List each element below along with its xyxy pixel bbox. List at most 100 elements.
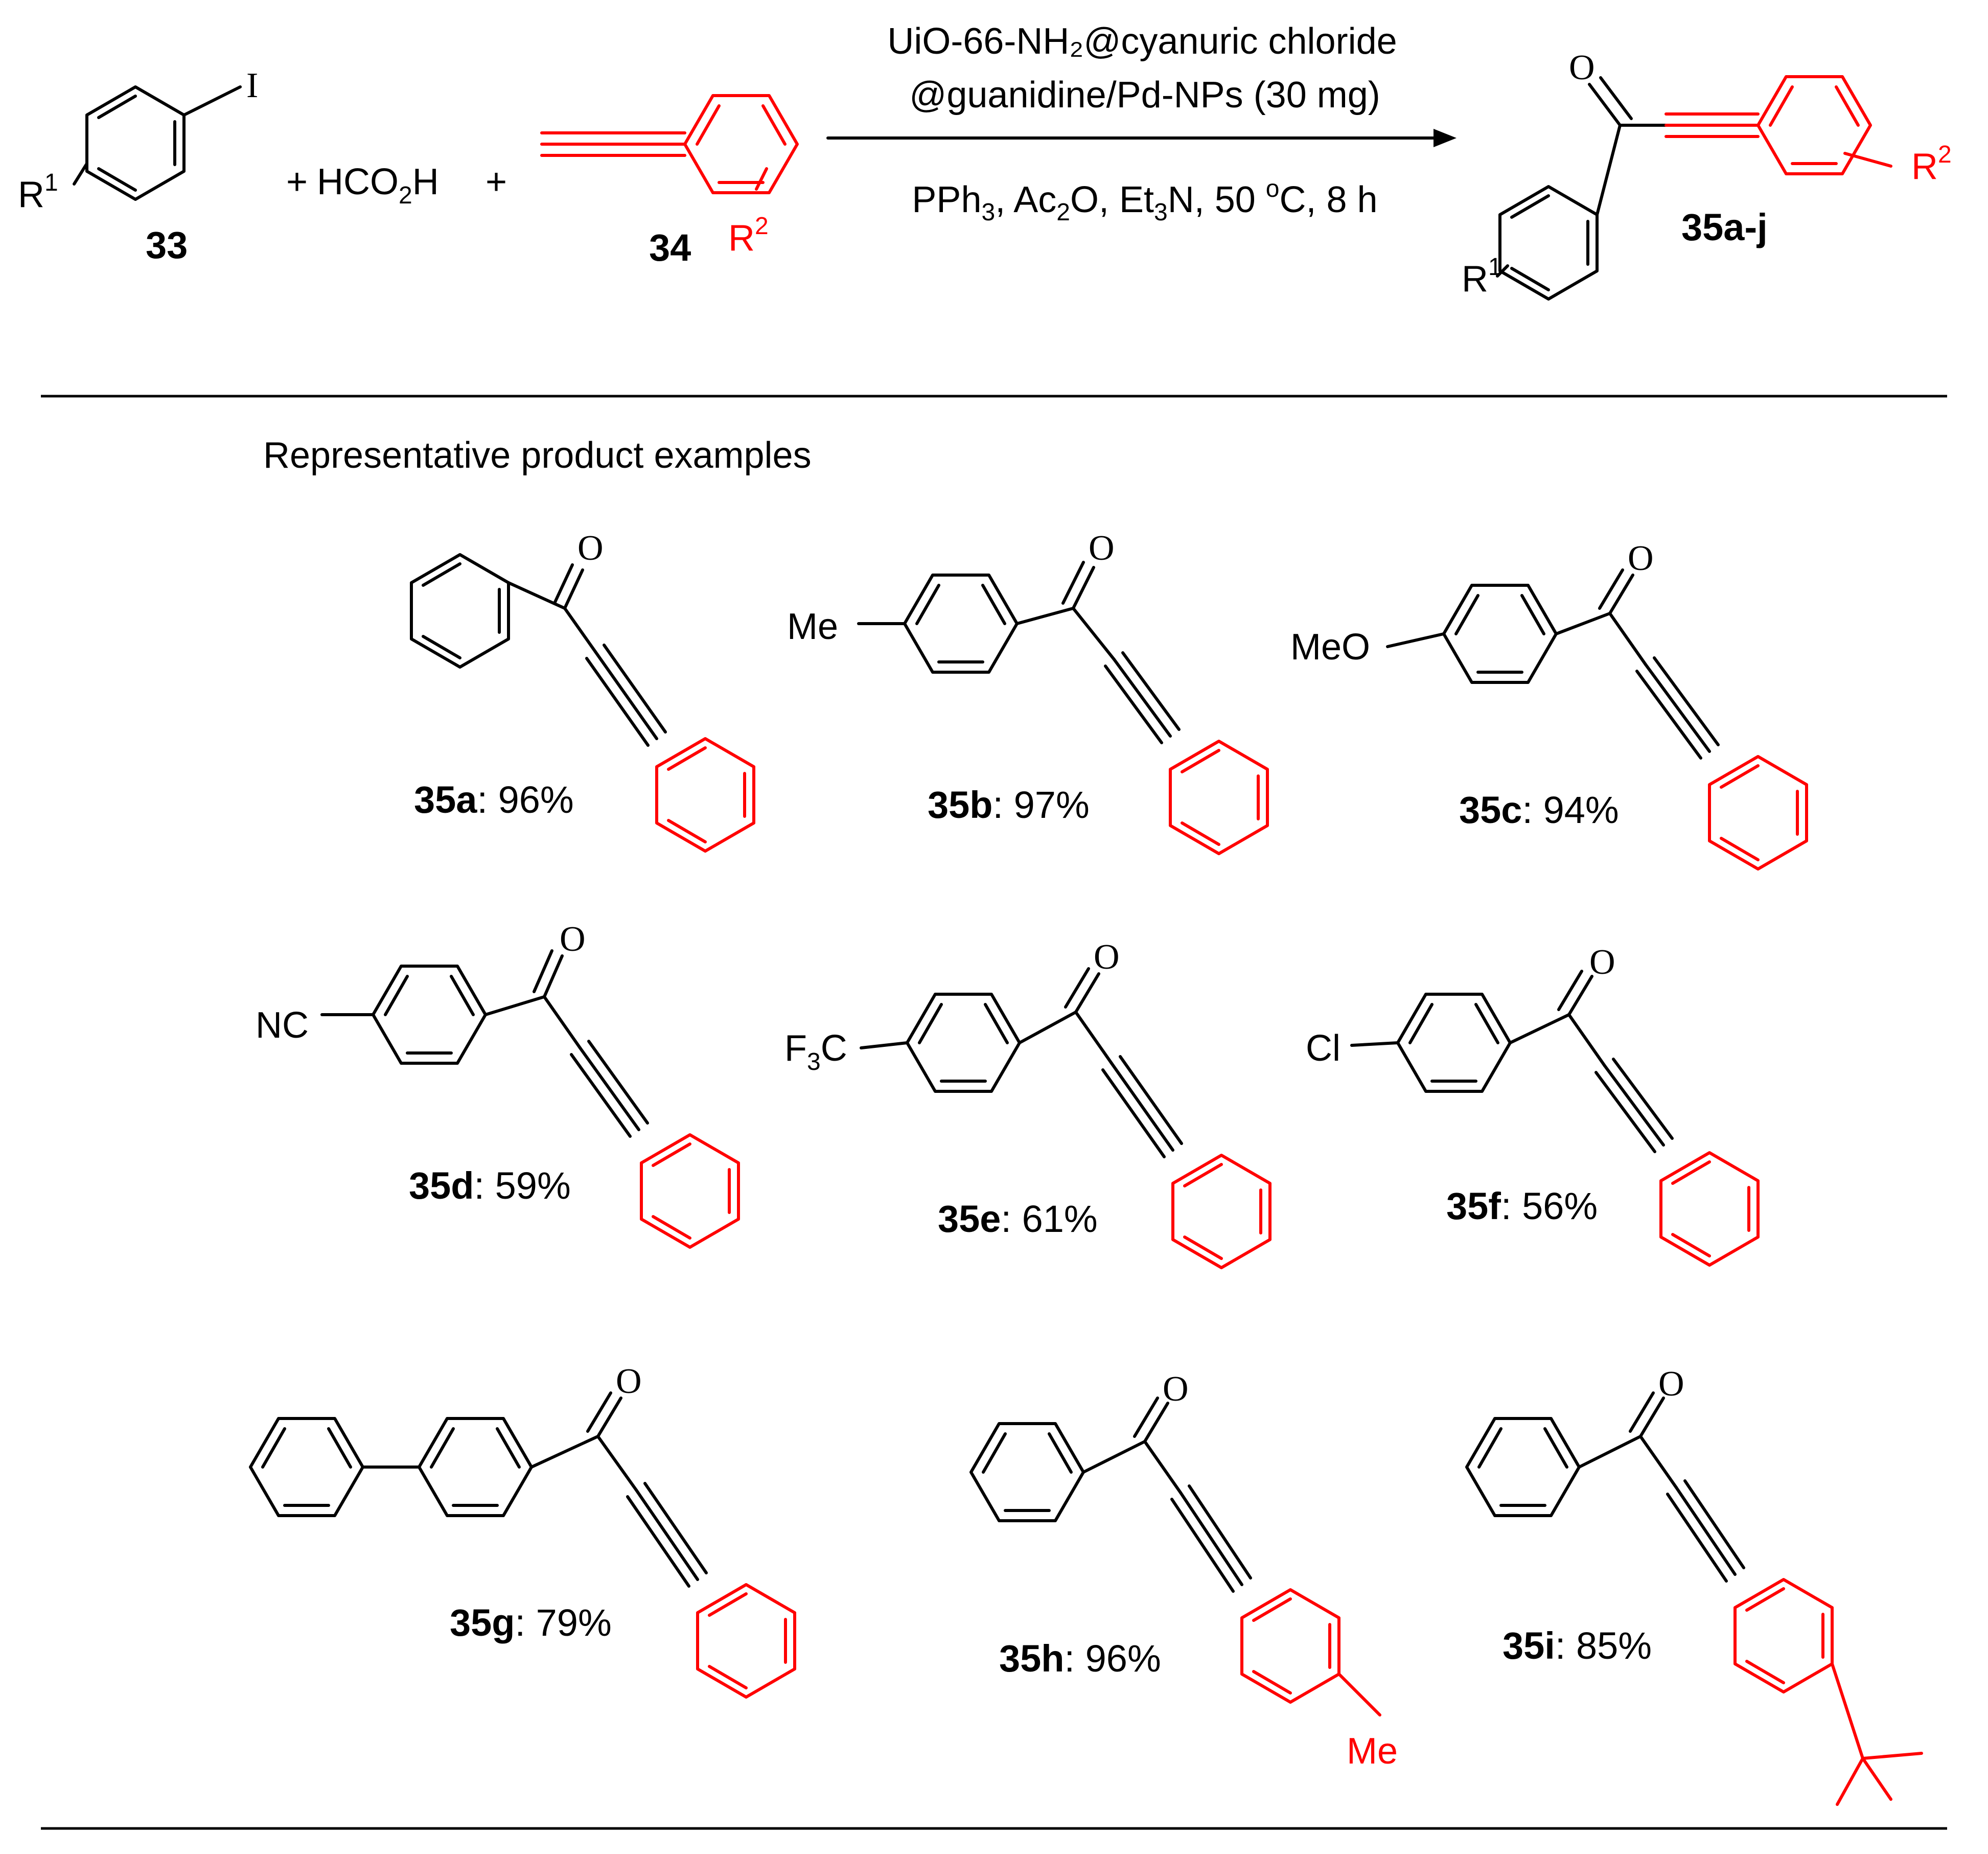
reaction-conditions: PPh3, Ac2O, Et3N, 50 oC, 8 h — [912, 175, 1377, 226]
co-bond-1 — [543, 954, 564, 998]
compound-label-33: 33 — [146, 224, 188, 266]
red-phenyl-35b — [1170, 741, 1267, 854]
oxygen-35b: O — [1089, 529, 1115, 568]
biphenyl-outer-ring — [250, 1418, 363, 1516]
alkyne-35i-2 — [1683, 1479, 1745, 1569]
co-bond-2 — [553, 563, 574, 605]
catalyst-line-2: @guanidine/Pd-NPs (30 mg) — [909, 75, 1380, 116]
r2-substituent: R2 — [728, 213, 769, 259]
red-phenyl-35e — [1173, 1155, 1270, 1268]
product-35g: O 35g: 79% — [250, 1362, 795, 1697]
r2-bond — [755, 167, 768, 191]
carbon-bond — [1608, 612, 1647, 666]
arrow-head — [1434, 129, 1457, 147]
alkyne-35h-1 — [1179, 1491, 1243, 1586]
oxygen-35d: O — [560, 920, 586, 959]
label-35h: 35h: 96% — [999, 1637, 1161, 1680]
aryl-co-bond — [484, 995, 546, 1016]
co-bond-1 — [1639, 1397, 1665, 1438]
carbon-bond — [1072, 607, 1116, 661]
r1-bond — [73, 162, 88, 186]
alkyne-35f-2 — [1612, 1058, 1674, 1140]
chlorophenyl-ring-35f — [1398, 994, 1510, 1091]
oxygen-35h: O — [1163, 1369, 1189, 1409]
ome-bond — [1386, 632, 1445, 648]
carbonyl-oxygen: O — [1569, 48, 1595, 87]
benzene-ring-34 — [685, 96, 797, 193]
benzene-ring-33 — [87, 87, 184, 199]
compound-label-35: 35a-j — [1681, 206, 1768, 248]
product-35d: NC O 35d: 59% — [256, 920, 738, 1247]
co-bond-2 — [533, 949, 553, 993]
section-title: Representative product examples — [263, 435, 812, 476]
co-bond-2 — [1599, 76, 1633, 120]
aryl-alkyne-34: R2 34 — [540, 96, 797, 269]
carbon-bond — [1143, 1440, 1182, 1494]
red-phenyl-35f — [1661, 1153, 1758, 1265]
co-bond-1 — [1072, 566, 1095, 610]
carbon-bond — [1074, 1011, 1113, 1065]
c-i-bond — [182, 85, 242, 117]
oxygen-35f: O — [1589, 943, 1615, 982]
alkyne-35a-3 — [585, 657, 650, 747]
alkyne-35e-1 — [1110, 1062, 1174, 1152]
co-bond-1 — [596, 1397, 622, 1438]
substituent-35f: Cl — [1306, 1028, 1340, 1069]
co-bond-2 — [1064, 967, 1090, 1009]
label-35d: 35d: 59% — [409, 1164, 571, 1207]
compound-label-34: 34 — [649, 226, 691, 269]
red-methyl-35h: Me — [1347, 1731, 1398, 1772]
tbu-bond — [1831, 1662, 1864, 1760]
alkyne-35b-1 — [1113, 658, 1172, 738]
co-bond-2 — [1598, 568, 1624, 610]
benzoyl-ring — [1500, 187, 1597, 299]
plus-sign-1: + — [286, 162, 308, 202]
iodine-atom: I — [246, 66, 258, 105]
product-r2: R2 — [1911, 141, 1952, 187]
red-phenyl-35c — [1709, 757, 1807, 869]
co-bond-1 — [1567, 975, 1593, 1016]
formic-acid: HCO2H — [317, 162, 439, 209]
plus-sign-2: + — [486, 162, 507, 202]
product-35c: MeO O 35c: 94% — [1290, 539, 1807, 869]
r1-substituent: R1 — [18, 169, 58, 215]
carbon-bond — [543, 995, 582, 1049]
product-35a-j: O R2 R1 35a-j — [1462, 48, 1952, 300]
red-tolyl-ring-35h — [1242, 1590, 1339, 1702]
carbon-bond — [1567, 1013, 1606, 1067]
alkyne-35g-3 — [626, 1495, 690, 1588]
alkyne-35f-3 — [1594, 1071, 1656, 1153]
co-bond-1 — [1588, 83, 1622, 127]
tbu-methyl-2 — [1836, 1757, 1864, 1806]
alkyne-35d-3 — [570, 1053, 632, 1138]
co-bond-2 — [1061, 561, 1085, 605]
oxygen-35e: O — [1094, 937, 1120, 977]
alkyne-35e-2 — [1119, 1055, 1183, 1145]
red-phenyl-35d — [641, 1135, 738, 1247]
substituent-35c: MeO — [1290, 627, 1370, 668]
cyanophenyl-ring-35d — [373, 966, 486, 1063]
co-bond-1 — [563, 568, 584, 610]
co-bond-1 — [1143, 1402, 1169, 1443]
product-35b: Me O 35b: 97% — [787, 529, 1267, 854]
label-35a: 35a: 96% — [414, 779, 574, 821]
cf3-phenyl-ring-35e — [907, 994, 1020, 1091]
co-bond-2 — [1133, 1397, 1159, 1438]
red-tbutylphenyl-ring-35i — [1735, 1580, 1832, 1692]
product-r1-bond — [1496, 264, 1509, 278]
catalyst-line-1: UiO-66-NH₂@cyanuric chloride — [887, 21, 1397, 62]
carbon-bond — [1639, 1435, 1678, 1489]
oxygen-35g: O — [616, 1362, 642, 1401]
cl-bond — [1350, 1041, 1399, 1047]
anisyl-ring-35c — [1444, 585, 1556, 682]
aryl-co-bond — [530, 1435, 599, 1469]
alkyne-35e-3 — [1101, 1068, 1166, 1158]
product-35e: F3C O 35e: 61% — [784, 937, 1270, 1268]
product-35i: O 35i: 85% — [1467, 1364, 1923, 1806]
carbonyl-carbon-bond — [1596, 124, 1622, 216]
product-r1: R1 — [1462, 254, 1502, 300]
aryl-iodide-33: I R1 33 — [18, 66, 258, 266]
product-r2-bond — [1843, 152, 1892, 168]
cf3-bond — [860, 1041, 909, 1049]
